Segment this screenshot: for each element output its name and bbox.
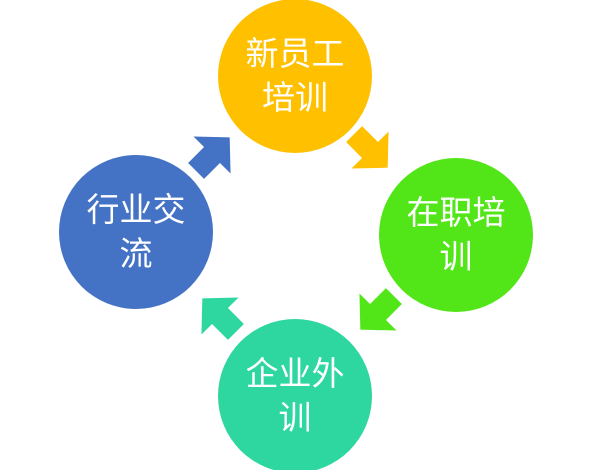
node-circle-industry	[59, 155, 213, 309]
node-line: 在职培	[406, 193, 506, 232]
arrow-icon-on-job-to-external	[359, 288, 402, 331]
node-line: 培训	[262, 78, 328, 117]
node-line: 训	[278, 398, 312, 437]
node-circle-on-job	[379, 158, 533, 312]
node-line: 流	[119, 234, 153, 273]
arrow-icon-new-staff-to-on-job	[346, 126, 389, 169]
node-label-industry: 行业交 流	[61, 188, 211, 276]
node-line: 企业外	[245, 354, 345, 393]
node-circle-external	[218, 319, 372, 470]
node-circle-new-staff	[218, 0, 372, 153]
arrow-icon-external-to-industry	[201, 297, 244, 340]
node-line: 行业交	[86, 190, 186, 229]
node-label-on-job: 在职培 训	[381, 191, 531, 279]
node-label-external: 企业外 训	[220, 352, 370, 440]
node-line: 新员工	[245, 34, 345, 73]
node-label-new-staff: 新员工 培训	[220, 32, 370, 120]
node-line: 训	[439, 237, 473, 276]
arrow-icon-industry-to-new-staff	[188, 136, 231, 179]
